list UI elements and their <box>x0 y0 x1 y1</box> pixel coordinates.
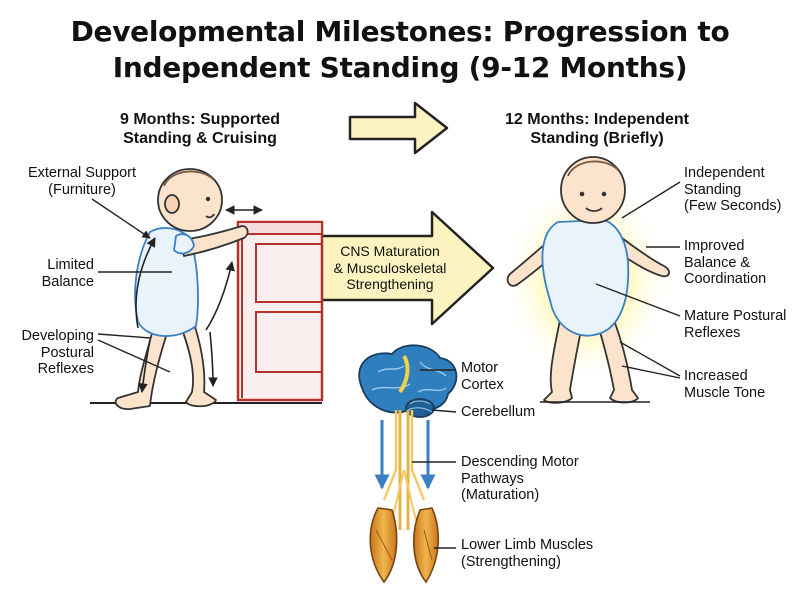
label-cerebellum: Cerebellum <box>461 404 536 420</box>
baby-supported-standing <box>114 168 249 410</box>
descending-pathways <box>382 410 426 530</box>
baby-independent-standing <box>506 156 670 404</box>
label-muscle-tone: Increased Muscle Tone <box>684 368 766 401</box>
center-maturation-arrow <box>314 210 495 326</box>
label-improved-balance: Improved Balance & Coordination <box>684 238 767 287</box>
label-motor-cortex: Motor Cortex <box>461 360 504 393</box>
label-lower-limb-muscles: Lower Limb Muscles (Strengthening) <box>461 537 594 570</box>
label-independent-standing: Independent Standing (Few Seconds) <box>684 165 782 214</box>
neuro-callout-lines <box>412 369 457 549</box>
brain-illustration <box>358 344 458 418</box>
right-callout-lines <box>595 181 681 379</box>
top-progression-arrow <box>348 101 449 155</box>
label-descending-pathways: Descending Motor Pathways (Maturation) <box>461 454 579 503</box>
stage-9-months-title: 9 Months: Supported Standing & Cruising <box>120 111 280 147</box>
downward-arrows <box>374 420 436 490</box>
page-title: Developmental Milestones: Progression to… <box>70 15 730 84</box>
stage-12-months-title: 12 Months: Independent Standing (Briefly… <box>505 111 689 147</box>
motion-arrows-left <box>135 205 263 393</box>
furniture-illustration <box>236 220 324 402</box>
lower-limb-muscles <box>369 507 440 584</box>
label-external-support: External Support (Furniture) <box>27 165 136 198</box>
label-limited-balance: Limited Balance <box>41 257 94 290</box>
label-mature-reflexes: Mature Postural Reflexes <box>684 308 787 341</box>
left-callout-lines <box>91 198 172 373</box>
label-developing-reflexes: Developing Postural Reflexes <box>21 328 94 377</box>
label-cns-maturation: CNS Maturation & Musculoskeletal Strengt… <box>333 243 447 292</box>
